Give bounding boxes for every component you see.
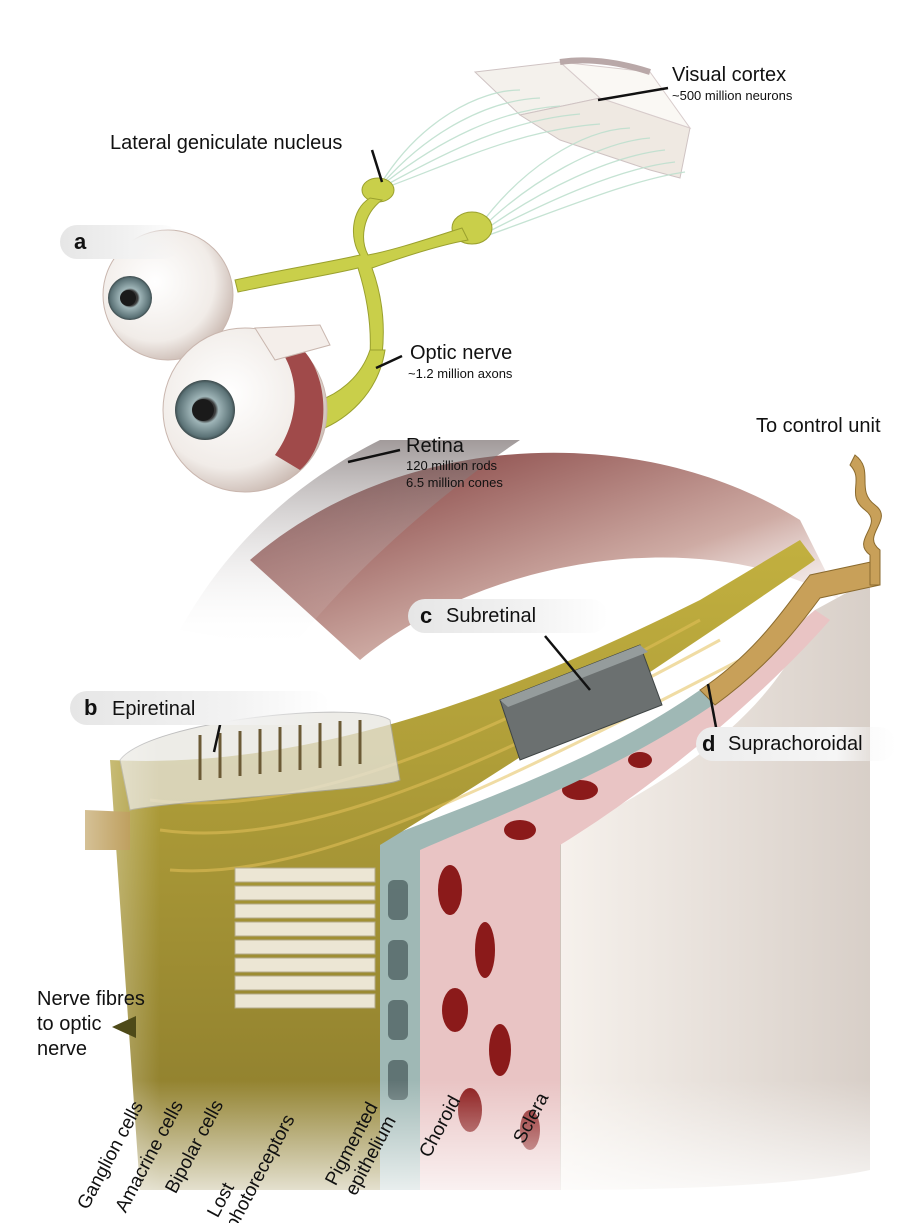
eyeball-front — [162, 324, 331, 493]
panel-d-tag — [696, 727, 896, 761]
retina-sublabel-cones: 6.5 million cones — [406, 475, 503, 490]
panel-d-letter: d — [702, 731, 716, 756]
nerve-fibres-label-line2: to optic — [37, 1013, 102, 1035]
control-unit-label: To control unit — [756, 415, 881, 437]
visual-cortex-illustration — [473, 57, 692, 179]
panel-c-letter: c — [420, 603, 433, 628]
panel-c-tag — [408, 599, 608, 633]
retina-label: Retina — [406, 435, 464, 457]
photoreceptor-stack — [234, 867, 376, 1009]
nerve-fibres-label-line1: Nerve fibres — [37, 988, 145, 1010]
suprachoroidal-label: Suprachoroidal — [728, 733, 863, 755]
eyeball-back — [102, 229, 234, 361]
nerve-fibres-label-line3: nerve — [37, 1038, 88, 1060]
cast-shadow — [180, 440, 520, 650]
optic-pathway — [234, 177, 493, 431]
panel-a-letter: a — [74, 229, 87, 254]
visual-cortex-label: Visual cortex — [672, 64, 787, 86]
subretinal-implant — [499, 644, 663, 761]
panel-a-tag — [60, 225, 180, 259]
nerve-fibres-arrow — [112, 1016, 136, 1038]
optic-nerve-label: Optic nerve — [410, 342, 513, 364]
lgn-label: Lateral geniculate nucleus — [110, 132, 343, 154]
retina-sublabel-rods: 120 million rods — [406, 458, 498, 473]
panel-b-letter: b — [84, 695, 98, 720]
optic-radiations — [379, 89, 686, 237]
optic-nerve-sublabel: ~1.2 million axons — [408, 366, 513, 381]
panel-b-tag — [70, 691, 330, 725]
visual-cortex-sublabel: ~500 million neurons — [672, 88, 793, 103]
epiretinal-label: Epiretinal — [112, 698, 196, 720]
subretinal-label: Subretinal — [446, 605, 537, 627]
